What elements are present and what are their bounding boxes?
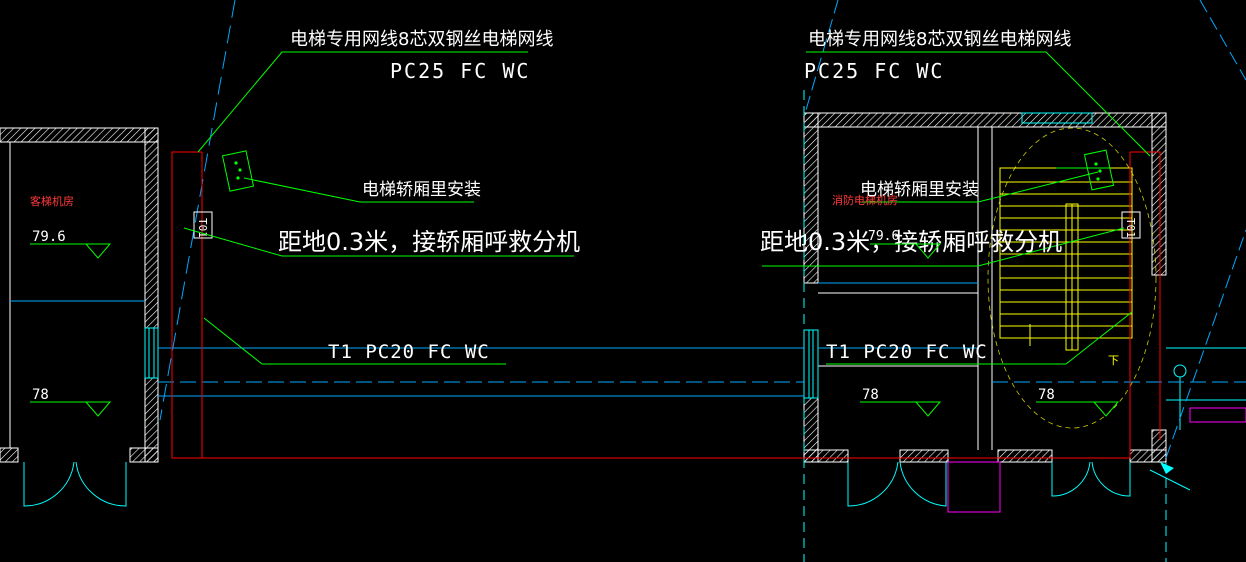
right-machine-room	[803, 90, 1246, 562]
conduit-label-right: PC25 FC WC	[804, 59, 944, 83]
level-value: 78	[862, 387, 879, 403]
level-value: 78	[1038, 387, 1055, 403]
install-label-left: 电梯轿厢里安装	[362, 180, 481, 200]
height-note-right: 距地0.3米，接轿厢呼救分机	[760, 228, 1062, 256]
cable-label-left: 电梯专用网线8芯双钢丝电梯网线	[290, 29, 553, 50]
conduit-label-left: PC25 FC WC	[390, 59, 530, 83]
height-note-left: 距地0.3米，接轿厢呼救分机	[278, 228, 580, 256]
device-tag-left: T01	[196, 218, 209, 238]
level-upper-right: 79.6	[868, 229, 899, 244]
device-tag-right: T01	[1124, 218, 1137, 238]
room-name-left: 客梯机房	[30, 194, 74, 208]
level-value: 78	[32, 387, 49, 403]
elevator-car-intercom-left	[221, 150, 255, 192]
level-value: 79.6	[32, 229, 66, 245]
install-label-right: 电梯轿厢里安装	[860, 180, 979, 200]
elevator-car-intercom-right	[1083, 149, 1115, 191]
corridor-lines	[158, 0, 1246, 421]
red-cable-run	[171, 151, 1161, 459]
left-machine-room	[0, 127, 159, 507]
level-marker-lower-left: 78	[30, 387, 112, 417]
stair-direction-mark: 下	[1108, 354, 1119, 367]
terminal-box-right: T01	[1121, 211, 1141, 239]
terminal-box-left: T01	[193, 211, 213, 239]
level-marker-lower-center: 78	[860, 387, 942, 417]
level-marker-lower-right: 78	[1036, 387, 1120, 417]
room-name-right: 消防电梯机房	[832, 193, 898, 207]
level-marker-upper-right	[870, 243, 942, 259]
leader-lines	[183, 51, 1151, 365]
line-label-left: T1 PC20 FC WC	[328, 341, 490, 363]
level-marker-upper-left: 79.6	[30, 229, 112, 259]
line-label-right: T1 PC20 FC WC	[826, 341, 988, 363]
cable-label-right: 电梯专用网线8芯双钢丝电梯网线	[808, 29, 1071, 50]
